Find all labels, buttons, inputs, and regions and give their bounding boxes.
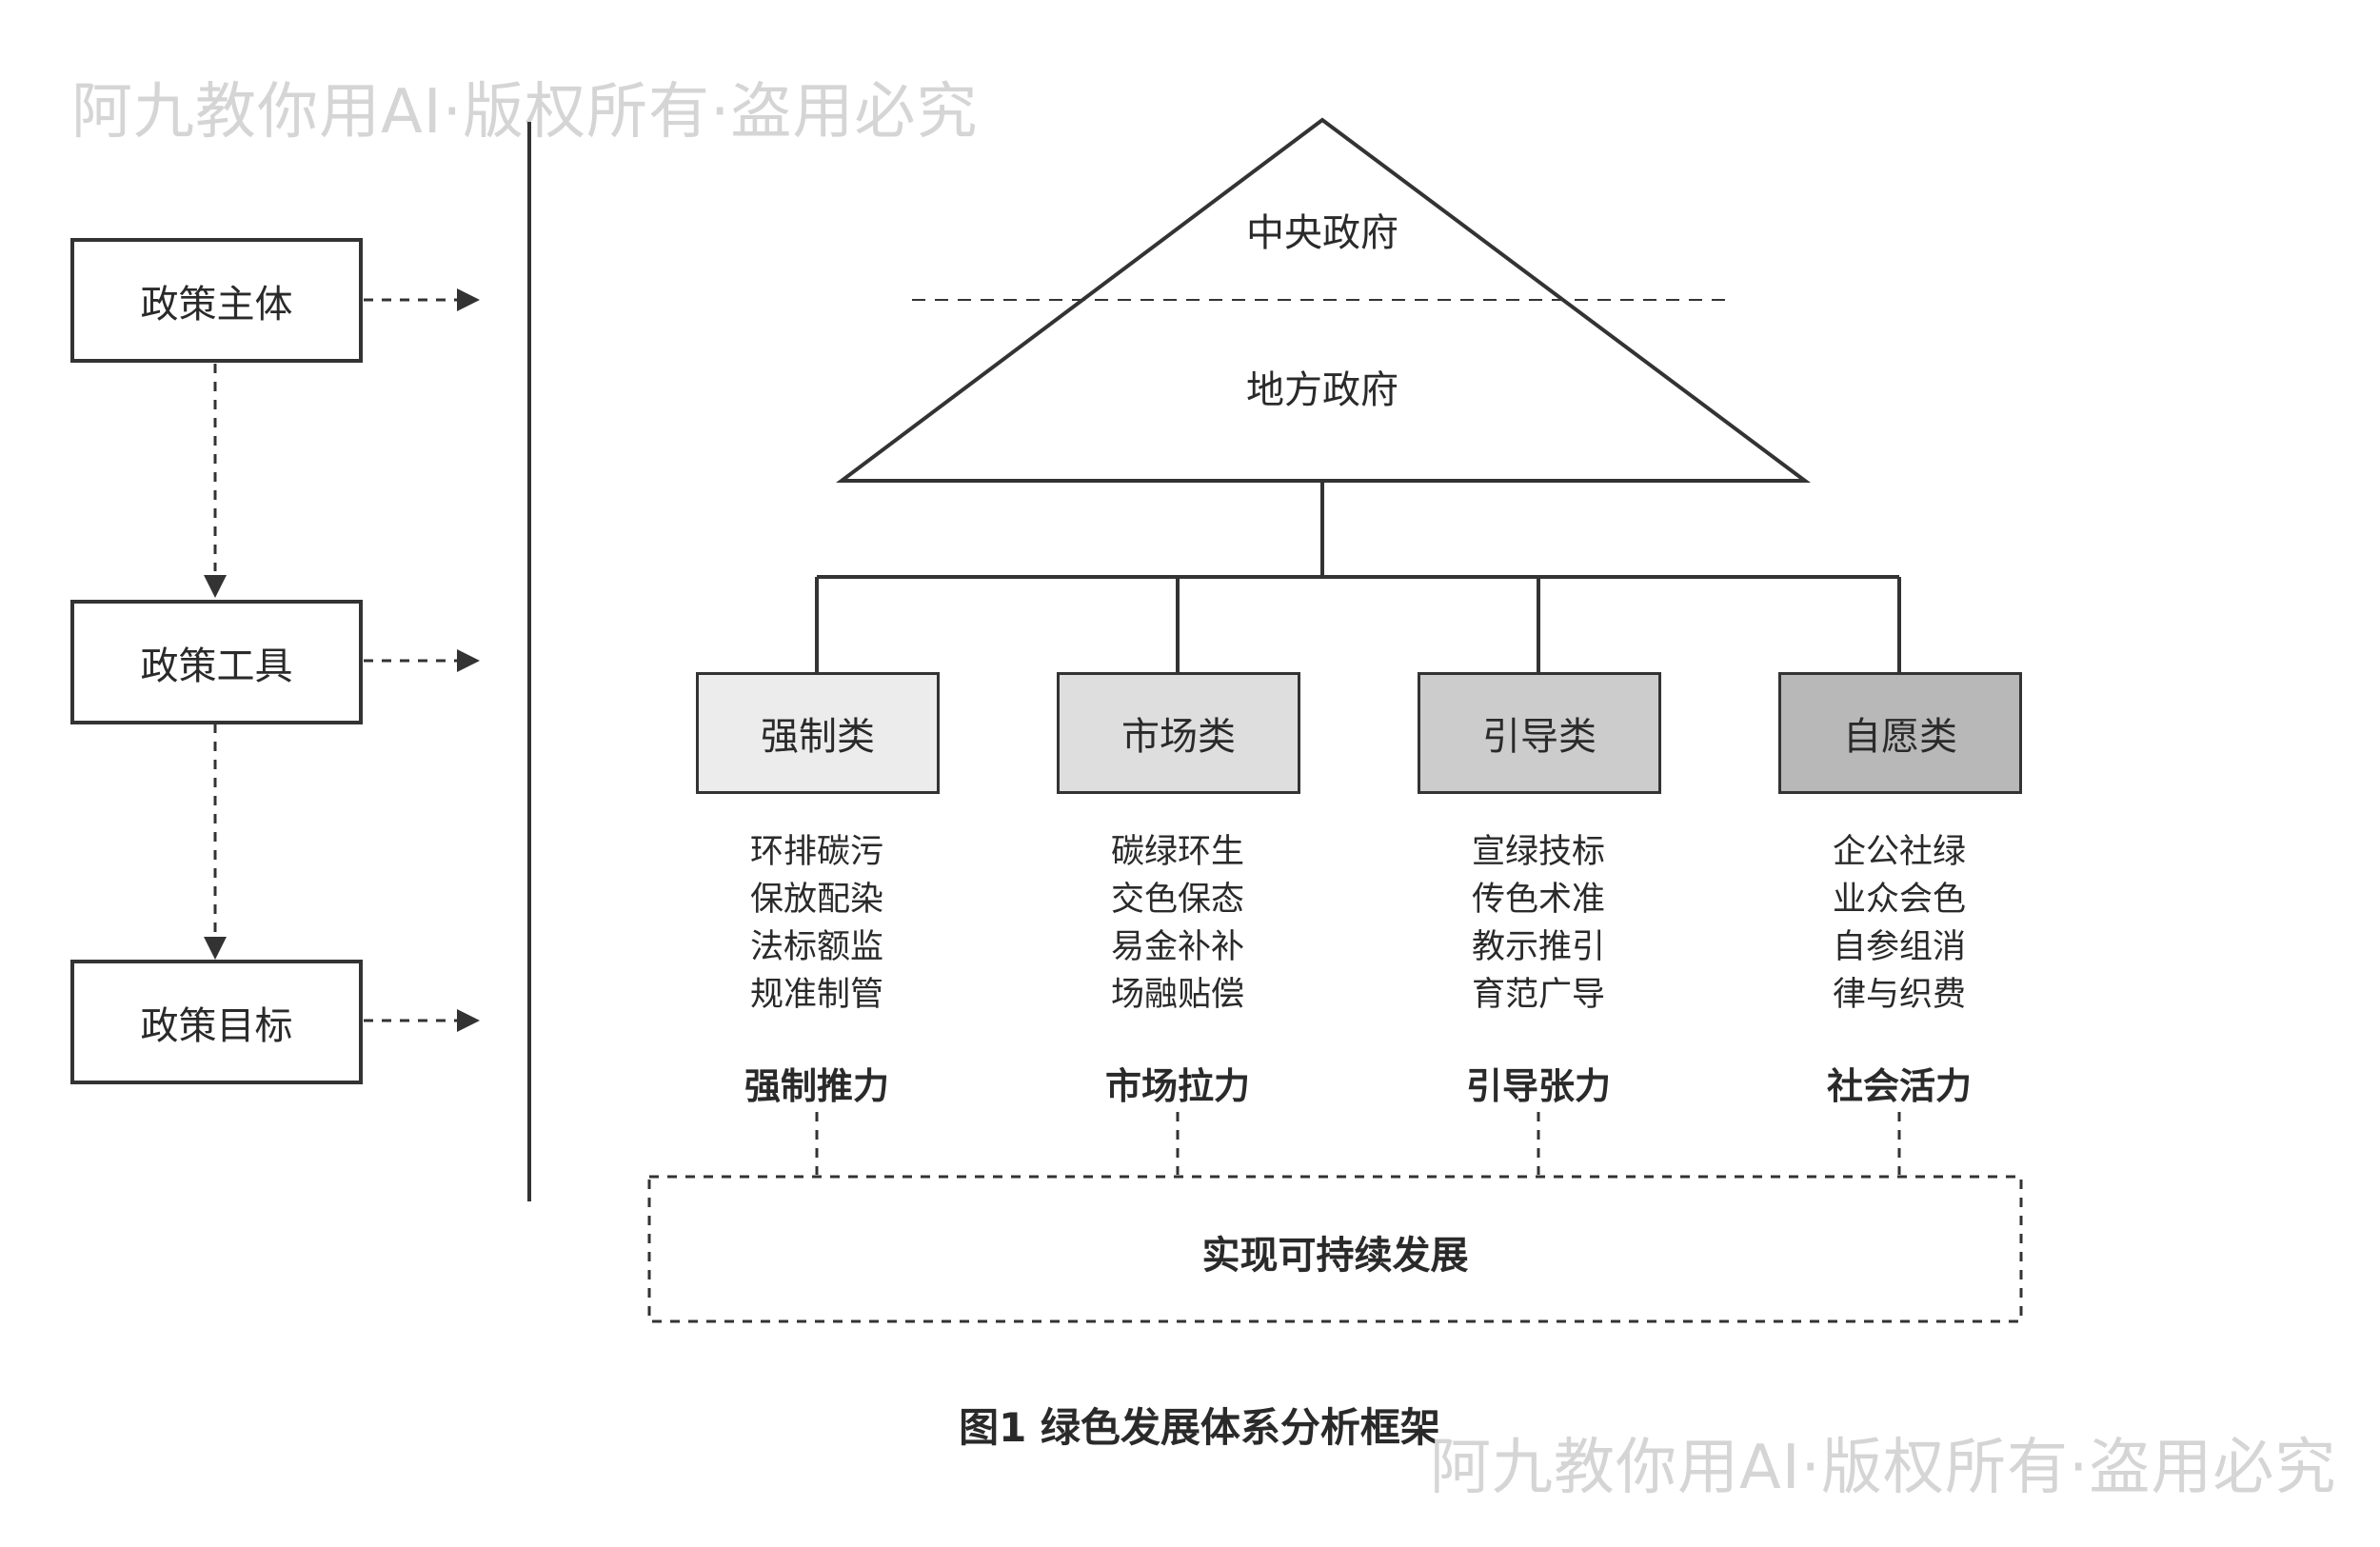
force-market-label: 市场拉力 [1104,1065,1250,1107]
tool-right-arrowhead [457,649,480,672]
category-voluntary-label: 自愿类 [1843,715,1957,759]
force-guidance-label: 引导张力 [1465,1065,1611,1107]
policy-goal-box: 政策目标 [70,960,363,1084]
list-item: 教示推引 [1471,928,1605,966]
category-market-items: 碳绿环生 交色保态 易金补补 场融贴偿 [1054,828,1301,1019]
list-item: 自参组消 [1832,928,1966,966]
category-market-label: 市场类 [1121,715,1236,759]
figure-caption: 图1 绿色发展体系分析框架 [959,1404,1440,1451]
goal-label: 实现可持续发展 [1201,1234,1469,1278]
list-item: 易金补补 [1110,928,1244,966]
category-guidance-items: 宣绿技标 传色术准 教示推引 育范广导 [1415,828,1662,1019]
policy-subject-box: 政策主体 [70,238,363,363]
watermark-bottom: 阿九教你用AI·版权所有·盗用必究 [1430,1433,2337,1503]
policy-goal-label: 政策目标 [140,1003,293,1048]
force-voluntary-label: 社会活力 [1826,1065,1972,1107]
policy-tool-box: 政策工具 [70,600,363,724]
list-item: 律与织费 [1832,976,1966,1014]
category-voluntary-items: 企公社绿 业众会色 自参组消 律与织费 [1775,828,2023,1019]
list-item: 企公社绿 [1832,833,1966,871]
category-voluntary-box: 自愿类 [1778,672,2022,794]
local-government-label: 地方政府 [1246,368,1398,412]
category-compulsory-box: 强制类 [696,672,940,794]
goal-box: 实现可持续发展 [649,1177,2021,1321]
list-item: 保放配染 [749,881,883,919]
force-compulsory-label: 强制推力 [744,1065,889,1107]
list-item: 交色保态 [1110,881,1244,919]
list-item: 碳绿环生 [1110,833,1244,871]
list-item: 场融贴偿 [1110,976,1244,1014]
list-item: 传色术准 [1471,881,1605,919]
list-item: 环排碳污 [749,833,883,871]
watermark-top: 阿九教你用AI·版权所有·盗用必究 [71,77,979,148]
goal-right-arrowhead [457,1009,480,1032]
policy-tool-label: 政策工具 [140,644,293,688]
policy-subject-label: 政策主体 [140,282,293,327]
subject-to-tool-arrowhead [204,575,227,598]
central-government-label: 中央政府 [1246,211,1398,255]
list-item: 规准制管 [749,976,883,1014]
list-item: 业众会色 [1832,881,1966,919]
category-guidance-label: 引导类 [1482,715,1597,759]
list-item: 育范广导 [1471,976,1605,1014]
category-compulsory-items: 环排碳污 保放配染 法标额监 规准制管 [693,828,941,1019]
tool-to-goal-arrowhead [204,937,227,960]
subject-right-arrowhead [457,288,480,311]
category-market-box: 市场类 [1057,672,1300,794]
list-item: 法标额监 [749,928,883,966]
category-guidance-box: 引导类 [1418,672,1661,794]
category-compulsory-label: 强制类 [761,715,875,759]
list-item: 宣绿技标 [1471,833,1605,871]
